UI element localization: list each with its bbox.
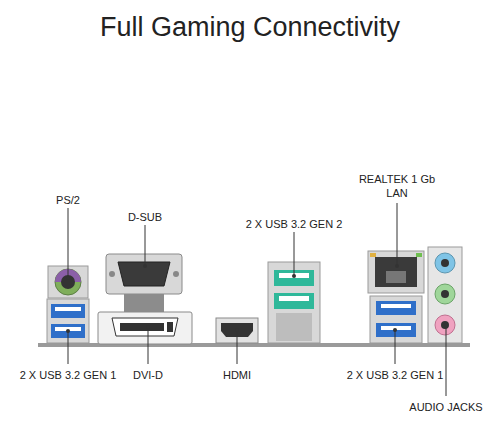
dsub-port — [118, 262, 170, 286]
page-title: Full Gaming Connectivity — [0, 12, 500, 43]
dsub-housing — [106, 254, 182, 294]
usb-base — [276, 313, 312, 341]
usb-port — [376, 301, 416, 315]
lan-port — [375, 257, 417, 287]
dsub-screw — [109, 271, 115, 277]
usb-tongue — [55, 307, 81, 311]
leader-dot — [393, 328, 397, 332]
audio-hole — [441, 259, 449, 267]
audio-hole — [441, 290, 449, 298]
leader-dot — [66, 329, 70, 333]
usb-port — [51, 304, 85, 318]
leader-dot — [292, 274, 296, 278]
leader-dot — [143, 264, 147, 268]
leader-line — [446, 325, 447, 396]
lan-led — [370, 253, 376, 257]
leader-dot — [66, 276, 70, 280]
leader-line — [294, 232, 295, 276]
dsub-screw — [173, 271, 179, 277]
dvi-housing — [98, 312, 192, 344]
ps2-socket — [61, 275, 75, 289]
port-label: PS/2 — [56, 193, 80, 207]
usb-port — [274, 293, 314, 309]
audio-hole — [441, 321, 449, 329]
leader-line — [148, 327, 149, 364]
audio-jack — [435, 253, 455, 273]
usb-tongue — [381, 304, 411, 308]
port-label: HDMI — [223, 368, 251, 382]
dvi-pins — [167, 322, 173, 332]
port-label: 2 X USB 3.2 GEN 1 — [20, 368, 117, 382]
usb-housing — [268, 262, 320, 343]
port-label: REALTEK 1 Gb LAN — [355, 172, 439, 200]
dsub-stand — [124, 294, 164, 312]
audio-jack — [435, 284, 455, 304]
port-label: DVI-D — [133, 368, 163, 382]
usb-tongue — [279, 296, 309, 301]
dvi-port — [112, 318, 178, 336]
leader-dot — [146, 325, 150, 329]
leader-line — [68, 331, 69, 364]
leader-line — [397, 203, 398, 266]
audio-housing — [428, 247, 462, 343]
port-label: 2 X USB 3.2 GEN 2 — [246, 217, 343, 231]
leader-dot — [444, 323, 448, 327]
leader-line — [145, 225, 146, 266]
leader-line — [237, 330, 238, 364]
lan-housing — [368, 251, 424, 293]
usb-housing — [370, 296, 422, 343]
lan-led — [416, 253, 422, 257]
leader-line — [68, 208, 69, 278]
port-label: D-SUB — [128, 210, 162, 224]
leader-line — [395, 330, 396, 364]
leader-dot — [235, 328, 239, 332]
dvi-pins — [120, 323, 164, 331]
leader-dot — [395, 264, 399, 268]
port-label: AUDIO JACKS — [409, 400, 482, 414]
lan-clip — [386, 271, 406, 283]
audio-jack — [435, 315, 455, 335]
usb-port — [376, 323, 416, 337]
port-label: 2 X USB 3.2 GEN 1 — [347, 368, 444, 382]
